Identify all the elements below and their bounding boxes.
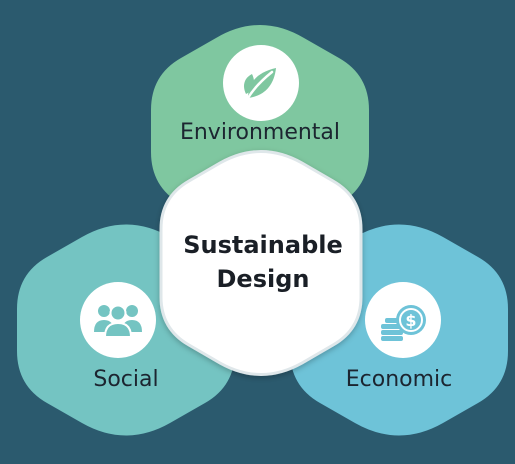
leaf-icon [244, 68, 276, 100]
center-title-line2: Design [216, 265, 310, 294]
people-icon [94, 304, 142, 338]
center-hexagon [159, 150, 363, 376]
center-title-line1: Sustainable [183, 231, 343, 259]
social-icon-badge [80, 282, 156, 358]
environmental-label: Environmental [179, 120, 341, 145]
social-label: Social [93, 367, 159, 392]
svg-text:$: $ [405, 311, 416, 330]
economic-label: Economic [345, 367, 453, 392]
coins-dollar-icon: $ [381, 305, 426, 341]
economic-icon-badge: $ [365, 282, 441, 358]
center-title: Sustainable Design [170, 228, 356, 296]
environmental-icon-badge [223, 45, 299, 121]
